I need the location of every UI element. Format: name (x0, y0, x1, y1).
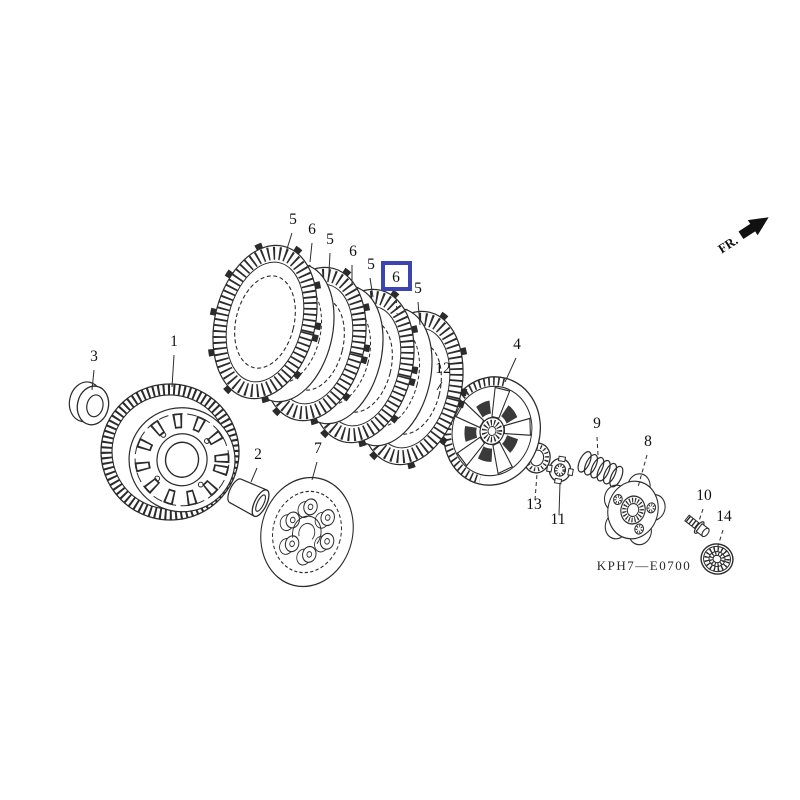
highlight-box[interactable] (381, 261, 412, 291)
callout-6-2[interactable]: 6 (349, 243, 357, 260)
leader-line-14 (717, 529, 724, 547)
part-drawing-bolt-10 (684, 514, 710, 538)
leader-line-7 (311, 461, 318, 481)
leader-line-10 (698, 508, 704, 522)
leader-line-2 (250, 467, 258, 483)
leader-line-5a (285, 232, 293, 253)
part-drawing-lock-nut-11 (546, 455, 574, 485)
part-drawing-bearing-14 (700, 543, 734, 575)
leader-line-6-highlighted (395, 291, 398, 315)
clutch-center-posts (279, 498, 335, 566)
part-drawing-lifter-plate-8 (603, 473, 666, 546)
callout-9[interactable]: 9 (593, 415, 601, 432)
leader-line-5c (369, 277, 374, 298)
callout-8[interactable]: 8 (644, 433, 652, 450)
callout-5-1[interactable]: 5 (289, 211, 297, 228)
callout-5-3[interactable]: 5 (367, 256, 375, 273)
callout-5-2[interactable]: 5 (326, 231, 334, 248)
part-drawing-spring-9 (577, 451, 624, 488)
callout-13[interactable]: 13 (526, 496, 542, 513)
callout-5-4[interactable]: 5 (414, 280, 422, 297)
leader-line-9 (596, 436, 599, 456)
leader-line-3 (91, 369, 95, 391)
leader-line-5d (417, 301, 421, 326)
leader-line-11 (558, 482, 561, 516)
callout-2[interactable]: 2 (254, 446, 262, 463)
part-drawing-ring-3 (68, 381, 110, 426)
part-drawing-collar-2 (227, 478, 270, 518)
callout-11[interactable]: 11 (551, 511, 566, 528)
callout-3[interactable]: 3 (90, 348, 98, 365)
callout-12[interactable]: 12 (435, 360, 451, 377)
leader-line-13 (534, 473, 538, 501)
leader-line-12 (436, 381, 443, 391)
fr-label: FR. (715, 233, 740, 257)
leader-line-4 (504, 357, 517, 383)
part-drawing-clutch-center-7 (260, 476, 354, 588)
leader-line-1 (171, 354, 175, 388)
fr-direction-indicator: FR. (715, 217, 769, 257)
callout-6-highlighted[interactable]: 6 (392, 269, 400, 286)
part-drawing-clutch-outer-1 (100, 383, 240, 521)
callouts: 3 1 2 7 5 6 5 6 5 6 5 12 4 13 11 9 8 10 … (90, 211, 732, 528)
callout-10[interactable]: 10 (696, 487, 712, 504)
leader-line-5b (328, 252, 331, 273)
part-drawing-pressure-plate-4 (443, 376, 541, 486)
callout-7[interactable]: 7 (314, 440, 322, 457)
fr-arrow-icon (738, 217, 769, 240)
leader-line-6a (309, 242, 313, 263)
callout-1[interactable]: 1 (170, 333, 178, 350)
callout-6-1[interactable]: 6 (308, 221, 316, 238)
diagram-code: KPH7—E0700 (597, 558, 691, 573)
callout-4[interactable]: 4 (513, 336, 521, 353)
leader-lines (91, 232, 724, 547)
callout-14[interactable]: 14 (716, 508, 732, 525)
leader-line-8 (637, 454, 648, 488)
